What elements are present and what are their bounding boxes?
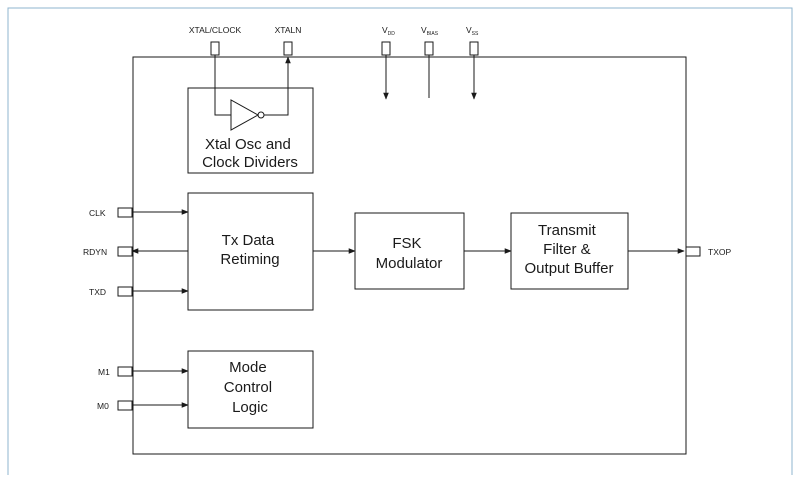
transmit-filter-block [510,212,629,290]
pin-clk: CLK [89,207,189,218]
pin-label-xtal-clock: XTAL/CLOCK [189,25,242,35]
xtal-wire-out [264,56,291,116]
pin-label-m1: M1 [98,367,110,377]
pin-rdyn: RDYN [83,246,188,257]
transmit-filter-label: Transmit Filter & Output Buffer [525,222,614,277]
pin-vss: VSS [466,25,479,100]
pin-label-txop: TXOP [708,247,731,257]
pin-label-vbias: VBIAS [421,25,439,37]
pin-txd: TXD [89,286,189,297]
fsk-modulator-block [354,212,465,290]
inverter-symbol [230,99,260,131]
pin-xtaln: XTALN [275,25,302,56]
pin-vbias: VBIAS [421,25,439,98]
xtal-osc-block [187,87,314,174]
xtal-osc-label: Xtal Osc and Clock Dividers [202,136,298,171]
pin-label-rdyn: RDYN [83,247,107,257]
pin-label-txd: TXD [89,287,106,297]
tx-data-retiming-label: Tx Data Retiming [220,232,279,268]
pin-label-m0: M0 [97,401,109,411]
pin-label-vdd: VDD [382,25,395,37]
fsk-modulator-label: FSK Modulator [376,235,443,272]
mode-control-block [187,350,314,429]
tx-data-retiming-block [187,192,314,311]
page-frame [7,7,793,475]
mode-control-label: Mode Control Logic [224,359,277,416]
pin-label-clk: CLK [89,208,106,218]
pin-label-vss: VSS [466,25,479,37]
pin-m0: M0 [97,400,189,411]
pin-txop: TXOP [685,246,731,257]
pin-label-xtaln: XTALN [275,25,302,35]
pin-vdd: VDD [381,25,395,100]
pin-xtal-clock: XTAL/CLOCK [189,25,242,56]
xtal-wire-in [214,55,231,116]
pin-m1: M1 [98,366,189,377]
